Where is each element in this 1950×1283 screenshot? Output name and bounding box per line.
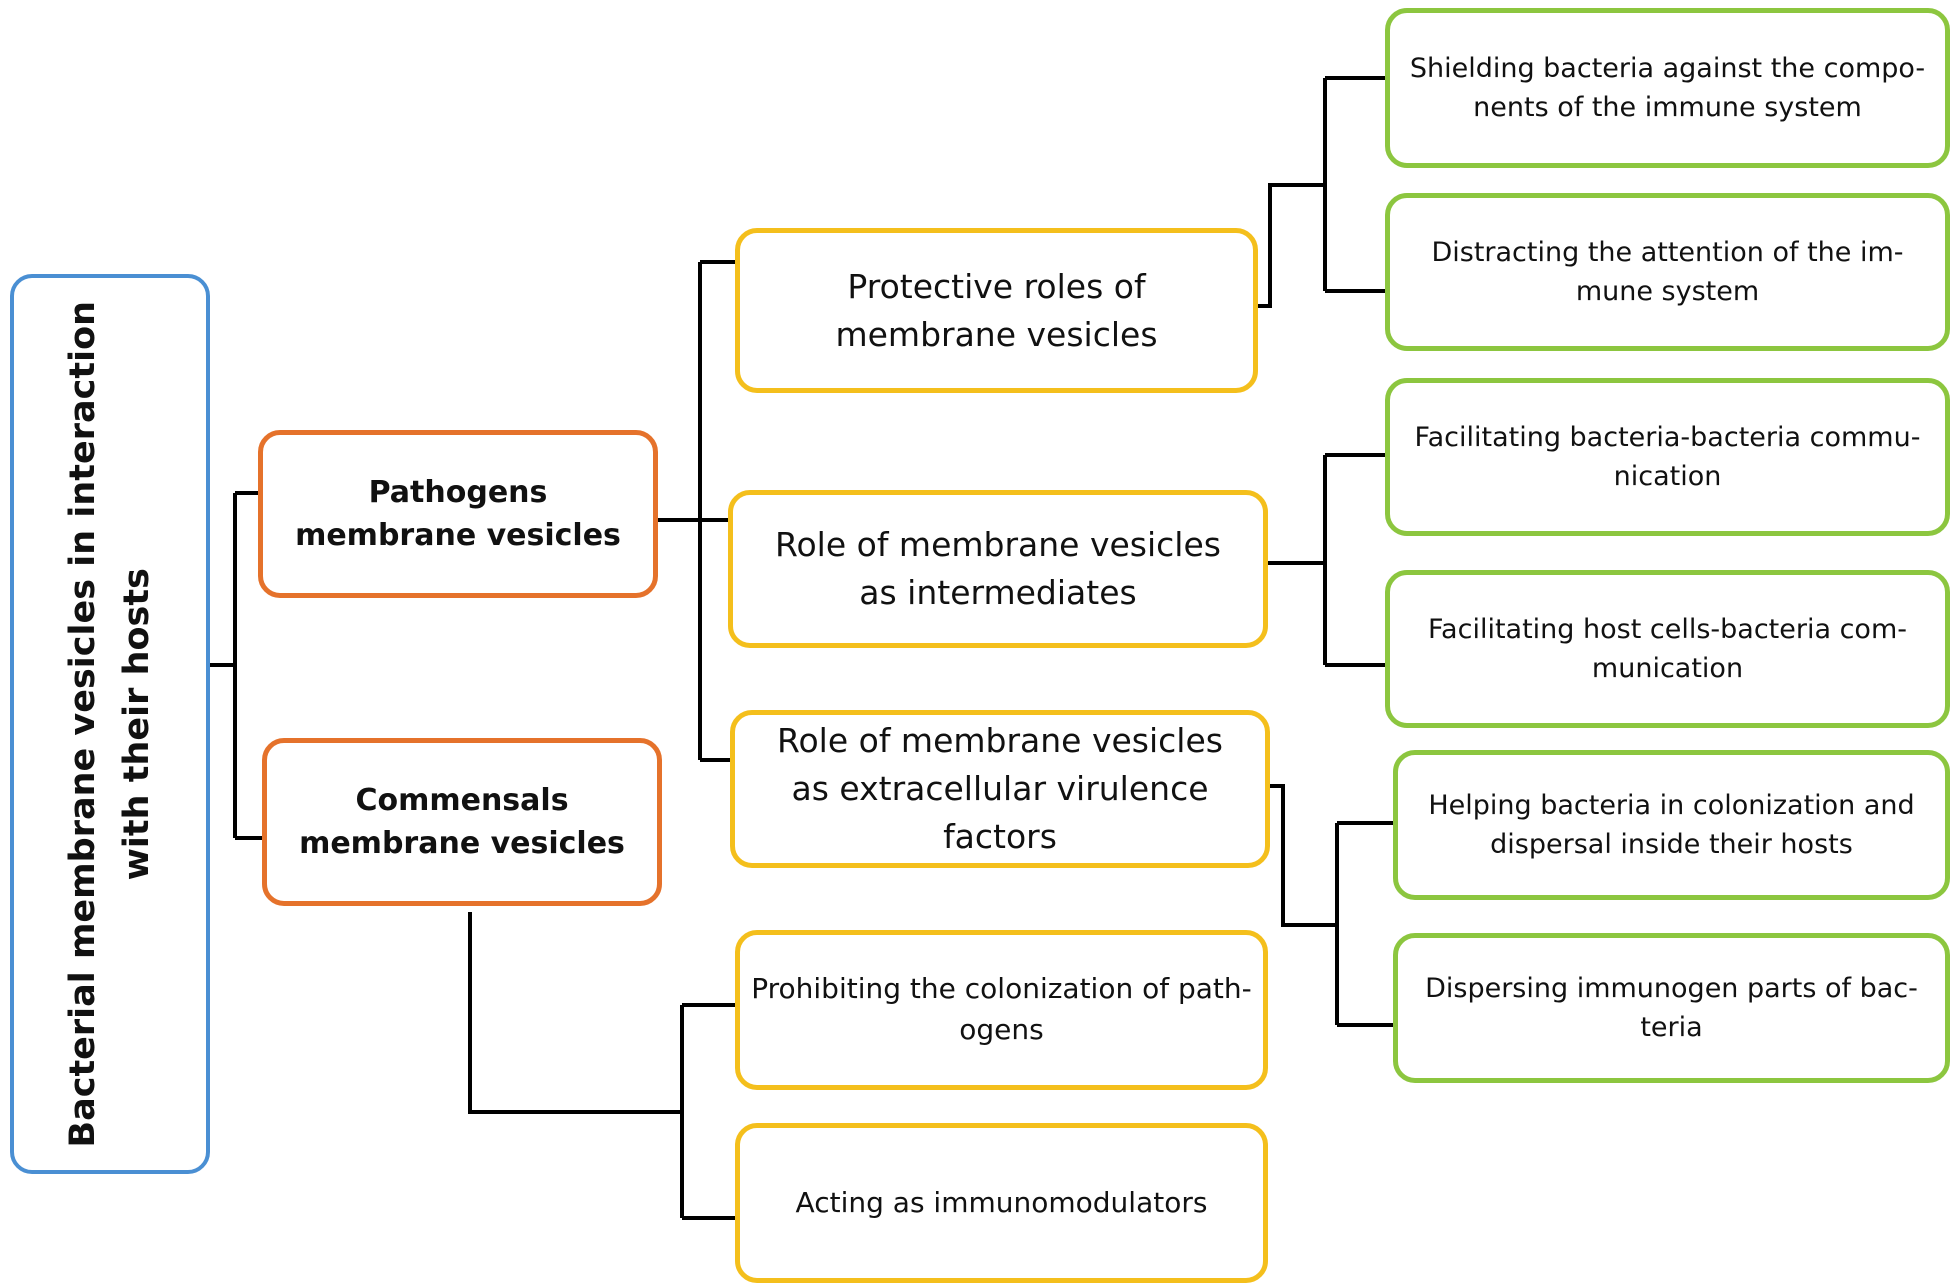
protective-roles-node: Protective roles of membrane vesicles [735,228,1258,393]
connector-protective-branches [1258,76,1385,308]
pathogens-node-label: Pathogens membrane vesicles [295,474,621,554]
commensals-node: Commensals membrane vesicles [262,738,662,906]
bacteria-bacteria-communication-node: Facilitating bacteria-bacteria commu- ni… [1385,378,1950,536]
virulence-factors-label: Role of membrane vesicles as extracellul… [777,721,1223,856]
connector-intermediates-branches [1268,453,1385,667]
distracting-immune-node: Distracting the attention of the im- mun… [1385,193,1950,351]
dispersing-immunogen-node: Dispersing immunogen parts of bac- teria [1393,933,1950,1083]
bacteria-bacteria-communication-label: Facilitating bacteria-bacteria commu- ni… [1414,421,1921,492]
immunomodulators-node: Acting as immunomodulators [735,1123,1268,1283]
colonization-dispersal-label: Helping bacteria in colonization and dis… [1428,789,1915,860]
prohibiting-colonization-node: Prohibiting the colonization of path- og… [735,930,1268,1090]
immunomodulators-label: Acting as immunomodulators [795,1185,1208,1219]
root-node: Bacterial membrane vesicles in interacti… [10,274,210,1174]
intermediates-label: Role of membrane vesicles as intermediat… [775,525,1221,612]
protective-roles-label: Protective roles of membrane vesicles [835,266,1158,354]
host-bacteria-communication-label: Facilitating host cells-bacteria com- mu… [1428,613,1907,684]
connector-commensals-branches [468,912,735,1220]
commensals-node-label: Commensals membrane vesicles [299,782,625,862]
connector-root-to-categories [210,491,262,840]
connector-virulence-branches [1268,784,1393,1027]
host-bacteria-communication-node: Facilitating host cells-bacteria com- mu… [1385,570,1950,728]
shielding-bacteria-node: Shielding bacteria against the compo- ne… [1385,8,1950,168]
connector-pathogens-branches [658,260,735,762]
shielding-bacteria-label: Shielding bacteria against the compo- ne… [1409,52,1926,123]
pathogens-node: Pathogens membrane vesicles [258,430,658,598]
root-node-label: Bacterial membrane vesicles in interacti… [62,300,158,1148]
dispersing-immunogen-label: Dispersing immunogen parts of bac- teria [1425,972,1918,1043]
intermediates-node: Role of membrane vesicles as intermediat… [728,490,1268,648]
prohibiting-colonization-label: Prohibiting the colonization of path- og… [751,972,1252,1046]
virulence-factors-node: Role of membrane vesicles as extracellul… [730,710,1270,868]
distracting-immune-label: Distracting the attention of the im- mun… [1431,236,1904,307]
colonization-dispersal-node: Helping bacteria in colonization and dis… [1393,750,1950,900]
